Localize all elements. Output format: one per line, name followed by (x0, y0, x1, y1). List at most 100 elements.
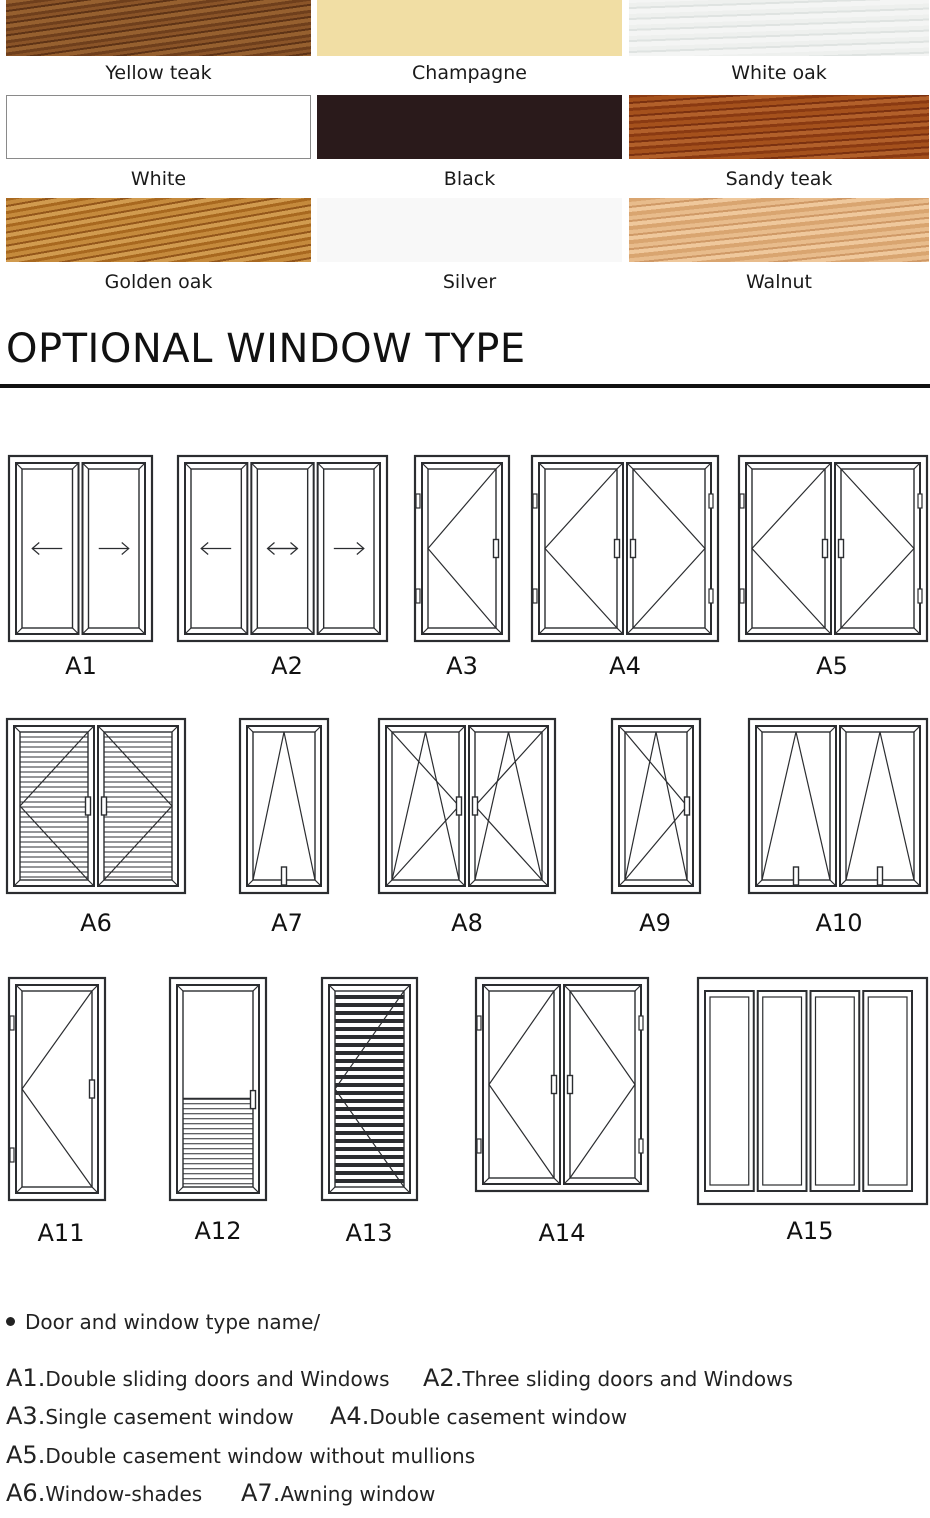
swatch-texture (629, 0, 929, 56)
legend-code: A5. (6, 1441, 46, 1469)
handle-icon (492, 538, 500, 559)
bevel-line (171, 725, 179, 733)
legend-code: A4. (330, 1402, 370, 1430)
legend-code: A6. (6, 1479, 46, 1507)
handle-icon (629, 538, 637, 559)
window-diagram-a9 (610, 717, 702, 895)
bevel-line (403, 984, 411, 992)
bevel-line (97, 725, 105, 733)
bevel-line (618, 879, 626, 887)
glass-pane (814, 996, 855, 1186)
outer-frame (737, 454, 929, 643)
bevel-line (328, 1186, 336, 1194)
legend-item: A4.Double casement window (330, 1402, 627, 1430)
window-diagram-a1 (7, 454, 154, 643)
folding-panel (756, 990, 808, 1192)
bevel-line (171, 879, 179, 887)
outer-frame (320, 976, 419, 1202)
legend-item: A1.Double sliding doors and Windows (6, 1364, 390, 1392)
window-label-a7: A7 (271, 909, 303, 937)
bevel-line (495, 462, 503, 470)
bevel-line (246, 879, 254, 887)
glass-pane (103, 731, 173, 881)
glass-pane (252, 731, 316, 881)
window-label-a5: A5 (816, 652, 848, 680)
folding-panel (862, 990, 913, 1192)
opening-direction-lines (427, 468, 497, 629)
hinge-icon (917, 588, 923, 604)
bevel-line (745, 462, 753, 470)
swatch-texture (629, 95, 929, 159)
window-diagram-a12 (168, 976, 268, 1202)
sash-frame (482, 984, 561, 1185)
opening-direction-lines (632, 468, 706, 629)
window-diagram-a15 (696, 976, 929, 1206)
legend-code: A2. (423, 1364, 463, 1392)
glass-pane (762, 996, 803, 1186)
bevel-line (91, 1186, 99, 1194)
bevel-line (15, 462, 23, 470)
window-label-a13: A13 (345, 1219, 393, 1247)
window-diagram-a8 (377, 717, 557, 895)
legend-text: Double casement window (369, 1405, 628, 1429)
glass-pane (751, 468, 826, 629)
louver-slat (335, 1051, 404, 1055)
type-name-note: Door and window type name/ (6, 1310, 320, 1334)
color-swatch-black: Black (317, 95, 622, 190)
bevel-line (15, 984, 23, 992)
bevel-line (686, 725, 694, 733)
tilt-lines (391, 731, 460, 881)
swatch-texture (317, 95, 622, 159)
hinge-icon (415, 588, 421, 604)
louver-slat (335, 1011, 404, 1015)
handle-icon (613, 538, 621, 559)
bevel-line (553, 1177, 561, 1185)
arrow-right-icon (356, 542, 365, 555)
bevel-line (82, 627, 89, 635)
outer-frame (413, 454, 511, 643)
louver-slat (335, 1027, 404, 1031)
window-diagram-a13 (320, 976, 419, 1202)
bevel-line (91, 984, 99, 992)
glass-pane (761, 731, 831, 881)
bevel-line (626, 462, 634, 470)
hinge-icon (917, 493, 923, 509)
louver-slat (335, 1155, 404, 1159)
window-diagram-a4 (530, 454, 720, 643)
bevel-line (755, 879, 763, 887)
bevel-line (538, 627, 546, 635)
window-diagram-a6 (5, 717, 187, 895)
legend-text: Three sliding doors and Windows (462, 1367, 793, 1391)
swatch-label: Sandy teak (725, 168, 833, 190)
legend-item: A2.Three sliding doors and Windows (423, 1364, 793, 1392)
opening-direction-lines (19, 731, 89, 881)
bevel-line (913, 879, 921, 887)
handle-icon (471, 796, 479, 816)
bevel-line (482, 984, 490, 992)
title-divider (0, 384, 930, 388)
bevel-line (538, 462, 546, 470)
color-swatch-golden-oak: Golden oak (6, 198, 311, 293)
glass-pane (624, 731, 688, 881)
bevel-line (468, 725, 476, 733)
louver-slat (335, 1171, 404, 1175)
bevel-line (563, 984, 571, 992)
swatch-label: Black (443, 168, 496, 190)
sash-frame (184, 462, 249, 635)
hinge-icon (638, 1015, 644, 1031)
hinge-icon (708, 493, 714, 509)
glass-pane (21, 468, 74, 629)
bevel-line (839, 725, 847, 733)
bevel-line (373, 462, 381, 470)
legend-item: A7.Awning window (241, 1479, 435, 1507)
swatch-label: White oak (731, 62, 827, 84)
louver-slat (335, 1019, 404, 1023)
bevel-line (250, 627, 258, 635)
bevel-line (184, 462, 192, 470)
bevel-line (13, 879, 21, 887)
bevel-line (829, 879, 837, 887)
color-swatch-silver: Silver (317, 198, 622, 293)
tilt-lines (624, 731, 688, 881)
window-label-a1: A1 (65, 652, 97, 680)
louver-slat (335, 1091, 404, 1095)
